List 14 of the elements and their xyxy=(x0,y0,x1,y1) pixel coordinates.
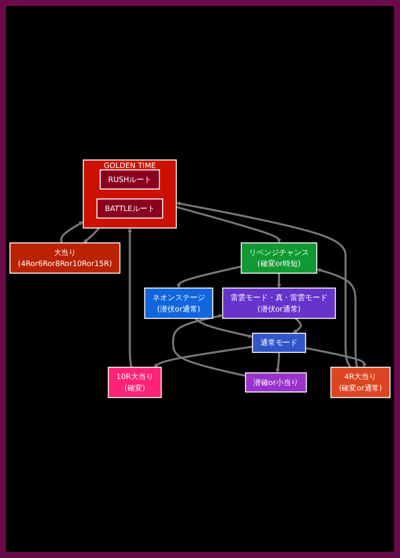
arrow xyxy=(176,202,352,368)
arrow xyxy=(60,222,84,244)
arrow xyxy=(83,228,100,244)
arrow xyxy=(194,318,253,338)
arrow xyxy=(176,266,242,288)
arrow xyxy=(292,318,302,334)
arrow xyxy=(172,314,246,377)
arrow xyxy=(176,206,282,244)
arrow xyxy=(276,352,280,374)
arrow xyxy=(154,346,253,368)
arrow xyxy=(128,228,132,368)
arrow xyxy=(305,347,367,368)
arrow xyxy=(276,273,282,288)
arrow xyxy=(316,268,358,368)
